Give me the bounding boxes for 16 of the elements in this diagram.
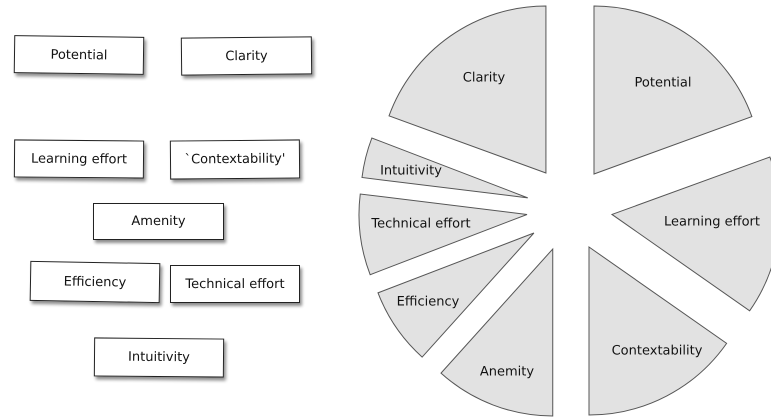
wedge-label: Intuitivity (380, 163, 442, 178)
wedge-label: Contextability (612, 344, 702, 358)
wedge-label: Learning effort (664, 214, 760, 230)
wedge-label: Clarity (462, 70, 506, 86)
wedge-label: Efficiency (396, 294, 460, 310)
label-card: Technical effort (170, 265, 300, 303)
label-card: `Contextability' (170, 139, 300, 180)
label-card: Amenity (93, 203, 224, 240)
label-card: Learning effort (14, 139, 144, 179)
label-card: Clarity (180, 36, 312, 76)
label-card: Potential (14, 35, 144, 75)
label-card: Intuitivity (94, 337, 224, 378)
wedge-label: Technical effort (371, 216, 471, 232)
label-card: Efficiency (30, 260, 160, 304)
wedge-label: Anemity (480, 364, 534, 380)
wedge-label: Potential (634, 76, 692, 90)
